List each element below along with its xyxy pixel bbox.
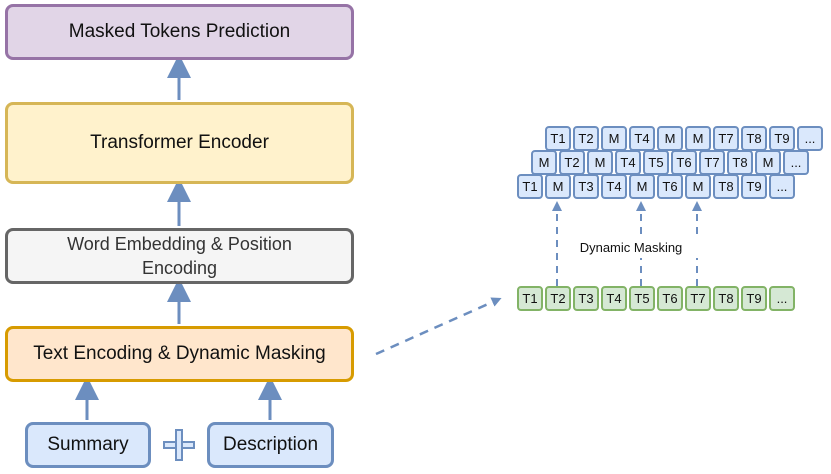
original-token: T2: [545, 286, 571, 311]
original-token: T3: [573, 286, 599, 311]
masked-token: ...: [797, 126, 823, 151]
embedding-box: Word Embedding & Position Encoding: [5, 228, 354, 284]
masked-token: T7: [699, 150, 725, 175]
masked-tokens-prediction-box: Masked Tokens Prediction: [5, 4, 354, 60]
masked-token: M: [545, 174, 571, 199]
text-encoding-box: Text Encoding & Dynamic Masking: [5, 326, 354, 382]
masked-token: T2: [573, 126, 599, 151]
masked-token: T2: [559, 150, 585, 175]
masked-token: M: [685, 174, 711, 199]
masked-token: T1: [545, 126, 571, 151]
original-token: T6: [657, 286, 683, 311]
dashed-arrow-to-masking: [375, 297, 502, 356]
masked-token: M: [685, 126, 711, 151]
masked-token: T4: [615, 150, 641, 175]
masked-token: T4: [629, 126, 655, 151]
masked-token: ...: [783, 150, 809, 175]
masked-token: T8: [741, 126, 767, 151]
masked-token: M: [755, 150, 781, 175]
masked-token: M: [629, 174, 655, 199]
masked-token: M: [601, 126, 627, 151]
original-token: T8: [713, 286, 739, 311]
masked-token: T1: [517, 174, 543, 199]
original-token: ...: [769, 286, 795, 311]
original-token: T1: [517, 286, 543, 311]
original-token: T7: [685, 286, 711, 311]
masked-token: M: [657, 126, 683, 151]
masked-token: T3: [573, 174, 599, 199]
masked-token: T6: [657, 174, 683, 199]
dynamic-masking-label: Dynamic Masking: [562, 238, 700, 258]
masked-token: T7: [713, 126, 739, 151]
original-token: T4: [601, 286, 627, 311]
description-input-box: Description: [207, 422, 334, 468]
plus-icon: [163, 429, 195, 461]
original-token: T9: [741, 286, 767, 311]
masked-token: T9: [769, 126, 795, 151]
masked-token: T8: [727, 150, 753, 175]
masked-token: T4: [601, 174, 627, 199]
embedding-label-line1: Word Embedding & Position: [67, 234, 292, 254]
masked-token: T9: [741, 174, 767, 199]
embedding-label-line2: Encoding: [141, 258, 218, 278]
masked-token: T6: [671, 150, 697, 175]
original-token: T5: [629, 286, 655, 311]
masked-token: M: [531, 150, 557, 175]
summary-input-box: Summary: [25, 422, 151, 468]
masked-token: T8: [713, 174, 739, 199]
masked-token: ...: [769, 174, 795, 199]
transformer-encoder-box: Transformer Encoder: [5, 102, 354, 184]
masked-token: M: [587, 150, 613, 175]
masked-token: T5: [643, 150, 669, 175]
